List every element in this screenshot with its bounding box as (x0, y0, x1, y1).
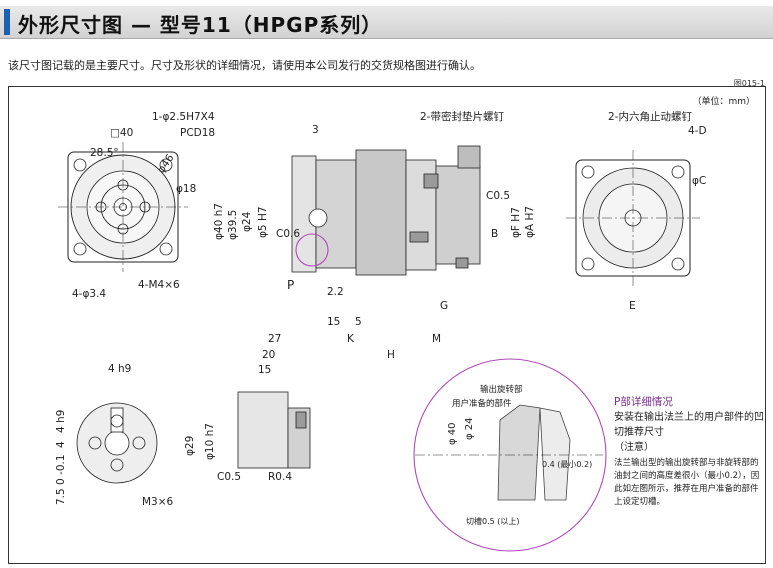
shaft-label-4: 4 (55, 441, 67, 448)
unit-label: （单位：mm） (692, 97, 755, 107)
p-detail-title: P部详细情况 (614, 396, 673, 408)
detail-label-output: 输出旋转部 (480, 384, 523, 395)
shaft-side-view (237, 391, 311, 469)
shaft-side-label-c05: C0.5 (217, 471, 241, 483)
shaft-side-label-phi29: φ29 (184, 436, 196, 456)
side-label-h: H (387, 349, 395, 361)
detail-label-gap: 0.4 (最小0.2) (542, 460, 592, 469)
rear-label-set-screws: 2-内六角止动螺钉 (608, 110, 692, 123)
detail-view (413, 358, 607, 552)
detail-label-phi40: φ 40 (447, 423, 458, 446)
side-label-phif: φF H7 (510, 207, 522, 238)
side-label-15: 15 (327, 316, 340, 328)
front-label-holes: 4-φ3.4 (72, 288, 106, 300)
front-label-diameter-46: φ46 (155, 152, 177, 176)
side-label-phi40: φ40 h7 (213, 203, 225, 240)
side-label-phi24: φ24 (241, 211, 253, 232)
title-accent-bar (4, 9, 10, 35)
drawing-frame (8, 86, 766, 564)
shaft-side-label-phi10: φ10 h7 (204, 423, 216, 460)
side-label-5: 5 (355, 316, 362, 328)
p-detail-note: P部详细情况 安装在输出法兰上的用户部件的凹切推荐尺寸 （注意） 法兰输出型的输… (614, 395, 764, 509)
title-bar: 外形尺寸图 — 型号11（HPGP系列） (0, 6, 773, 39)
page-title: 外形尺寸图 — 型号11（HPGP系列） (18, 13, 383, 37)
side-label-2-2: 2.2 (327, 286, 344, 298)
front-label-pin-hole: 1-φ2.5H7X4 (152, 111, 215, 123)
p-detail-line1: 安装在输出法兰上的用户部件的凹切推荐尺寸 (614, 412, 764, 438)
rear-view (566, 150, 700, 286)
side-label-k: K (347, 333, 355, 345)
side-label-seal-screws: 2-带密封垫片螺钉 (420, 110, 504, 123)
side-label-b: B (491, 228, 498, 240)
shaft-side-label-15: 15 (258, 364, 271, 376)
detail-label-user-part: 用户准备的部件 (452, 398, 512, 409)
shaft-side-label-r04: R0.4 (268, 471, 292, 483)
figure-number: 图015-1 (733, 79, 765, 88)
side-label-g: G (440, 300, 448, 312)
shaft-view (76, 402, 158, 484)
side-label-20: 20 (262, 349, 275, 361)
front-label-angle: 28.5° (90, 147, 119, 159)
side-label-3: 3 (312, 124, 319, 136)
intro-text: 该尺寸图记载的是主要尺寸。尺寸及形状的详细情况，请使用本公司发行的交货规格图进行… (8, 59, 481, 72)
shaft-label-7-5: 7.5 0 -0.1 (55, 454, 67, 505)
front-label-diameter-18: φ18 (176, 183, 196, 195)
rear-label-4d: 4-D (688, 125, 707, 137)
detail-label-groove: 切槽0.5 (以上) (466, 516, 520, 526)
front-label-pcd: PCD18 (180, 127, 215, 139)
p-detail-caution: （注意） (614, 442, 654, 453)
side-label-phi5: φ5 H7 (257, 206, 269, 238)
front-label-square: □40 (110, 127, 133, 139)
p-detail-body: 法兰输出型的输出旋转部与非旋转部的油封之间的高度差很小（最小0.2），因此如左图… (614, 458, 760, 507)
side-label-phia: φA H7 (524, 206, 536, 238)
side-label-c06: C0.6 (276, 228, 300, 240)
detail-label-phi24: φ 24 (464, 418, 475, 441)
front-label-taps: 4-M4×6 (138, 279, 180, 291)
front-view (58, 142, 188, 272)
shaft-label-4h9-side: 4 h9 (55, 410, 67, 433)
side-label-p: P (287, 278, 294, 292)
rear-label-phic: φC (692, 175, 706, 187)
side-label-c05: C0.5 (486, 190, 510, 202)
side-view (291, 145, 481, 276)
side-label-phi39-5: φ39.5 (227, 210, 239, 240)
shaft-label-m3: M3×6 (142, 496, 174, 508)
side-label-m: M (432, 333, 441, 345)
shaft-label-4h9-top: 4 h9 (108, 363, 131, 375)
rear-label-e: E (629, 300, 636, 312)
side-label-27: 27 (268, 333, 281, 345)
